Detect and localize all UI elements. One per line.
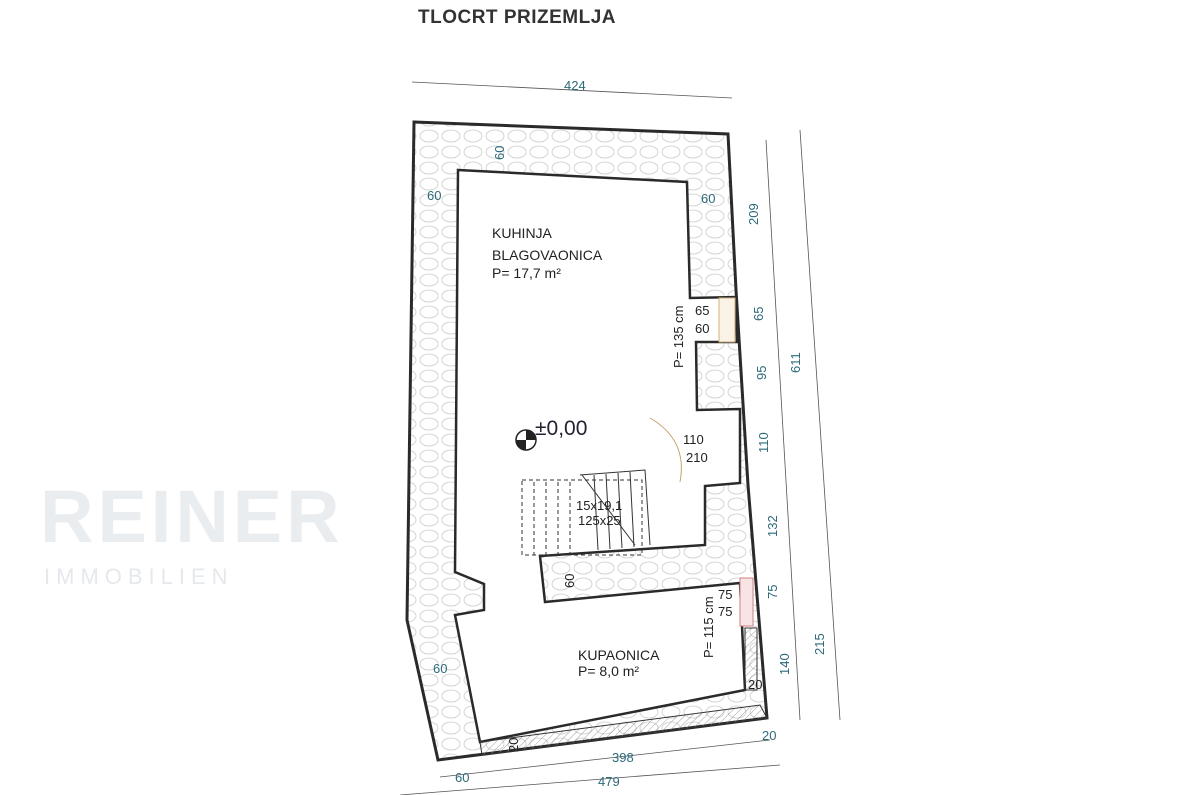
window1-height: 60 [695,321,710,336]
dim-611: 611 [788,352,803,373]
dim-bath-side: 20 [748,677,763,692]
dim-140: 140 [777,653,792,675]
stairs-run: 125x25 [578,513,621,528]
dim-bottom-60: 60 [455,770,470,785]
window2-height: 75 [718,604,733,619]
dim-left-wall: 60 [427,188,442,203]
kitchen-window-parapet: P= 135 cm [671,305,686,368]
bathroom-area: P= 8,0 m² [578,663,640,679]
watermark-sub: IMMOBILIEN [44,564,234,589]
dim-75: 75 [765,584,780,599]
interior-rooms [453,168,747,744]
plan-title: TLOCRT PRIZEMLJA [418,7,616,28]
stairs-rise: 15x19,1 [576,498,623,513]
dim-bath-bottom: 20 [506,737,521,752]
kitchen-label-line1: KUHINJA [492,225,552,241]
dim-110: 110 [756,432,771,453]
dim-corner-20: 20 [762,728,777,743]
door-swing-arc [649,417,682,483]
dim-stair-wall: 60 [562,573,577,588]
kitchen-label-line2: BLAGOVAONICA [492,247,603,263]
bath-bottom-wall [479,704,768,756]
dim-132: 132 [765,515,780,537]
dim-95: 95 [754,365,769,380]
dim-left-bottom-wall: 60 [433,661,448,676]
door-height: 210 [686,450,708,465]
window2-width: 75 [718,587,733,602]
staircase [521,469,651,556]
dim-top-total: 424 [564,78,586,93]
watermark-brand: REINER [40,475,344,558]
bathroom-label: KUPAONICA [578,647,660,663]
bath-window [739,577,754,627]
dimension-lines [399,81,841,795]
bath-window-parapet: P= 115 cm [701,596,716,658]
kitchen-window [718,297,736,343]
window1-width: 65 [695,303,710,318]
dim-215: 215 [812,633,827,655]
dim-top-wall: 60 [492,145,507,160]
dim-65: 65 [751,306,766,321]
level-mark: ±0,00 [535,417,588,440]
dim-right-inner: 60 [701,191,716,206]
bath-hatched-wall [744,627,758,691]
dim-209: 209 [746,203,761,225]
kitchen-area: P= 17,7 m² [492,265,561,281]
door-width: 110 [683,432,704,447]
dim-479: 479 [598,774,620,789]
dim-398: 398 [612,750,634,765]
level-marker-icon [515,429,537,451]
